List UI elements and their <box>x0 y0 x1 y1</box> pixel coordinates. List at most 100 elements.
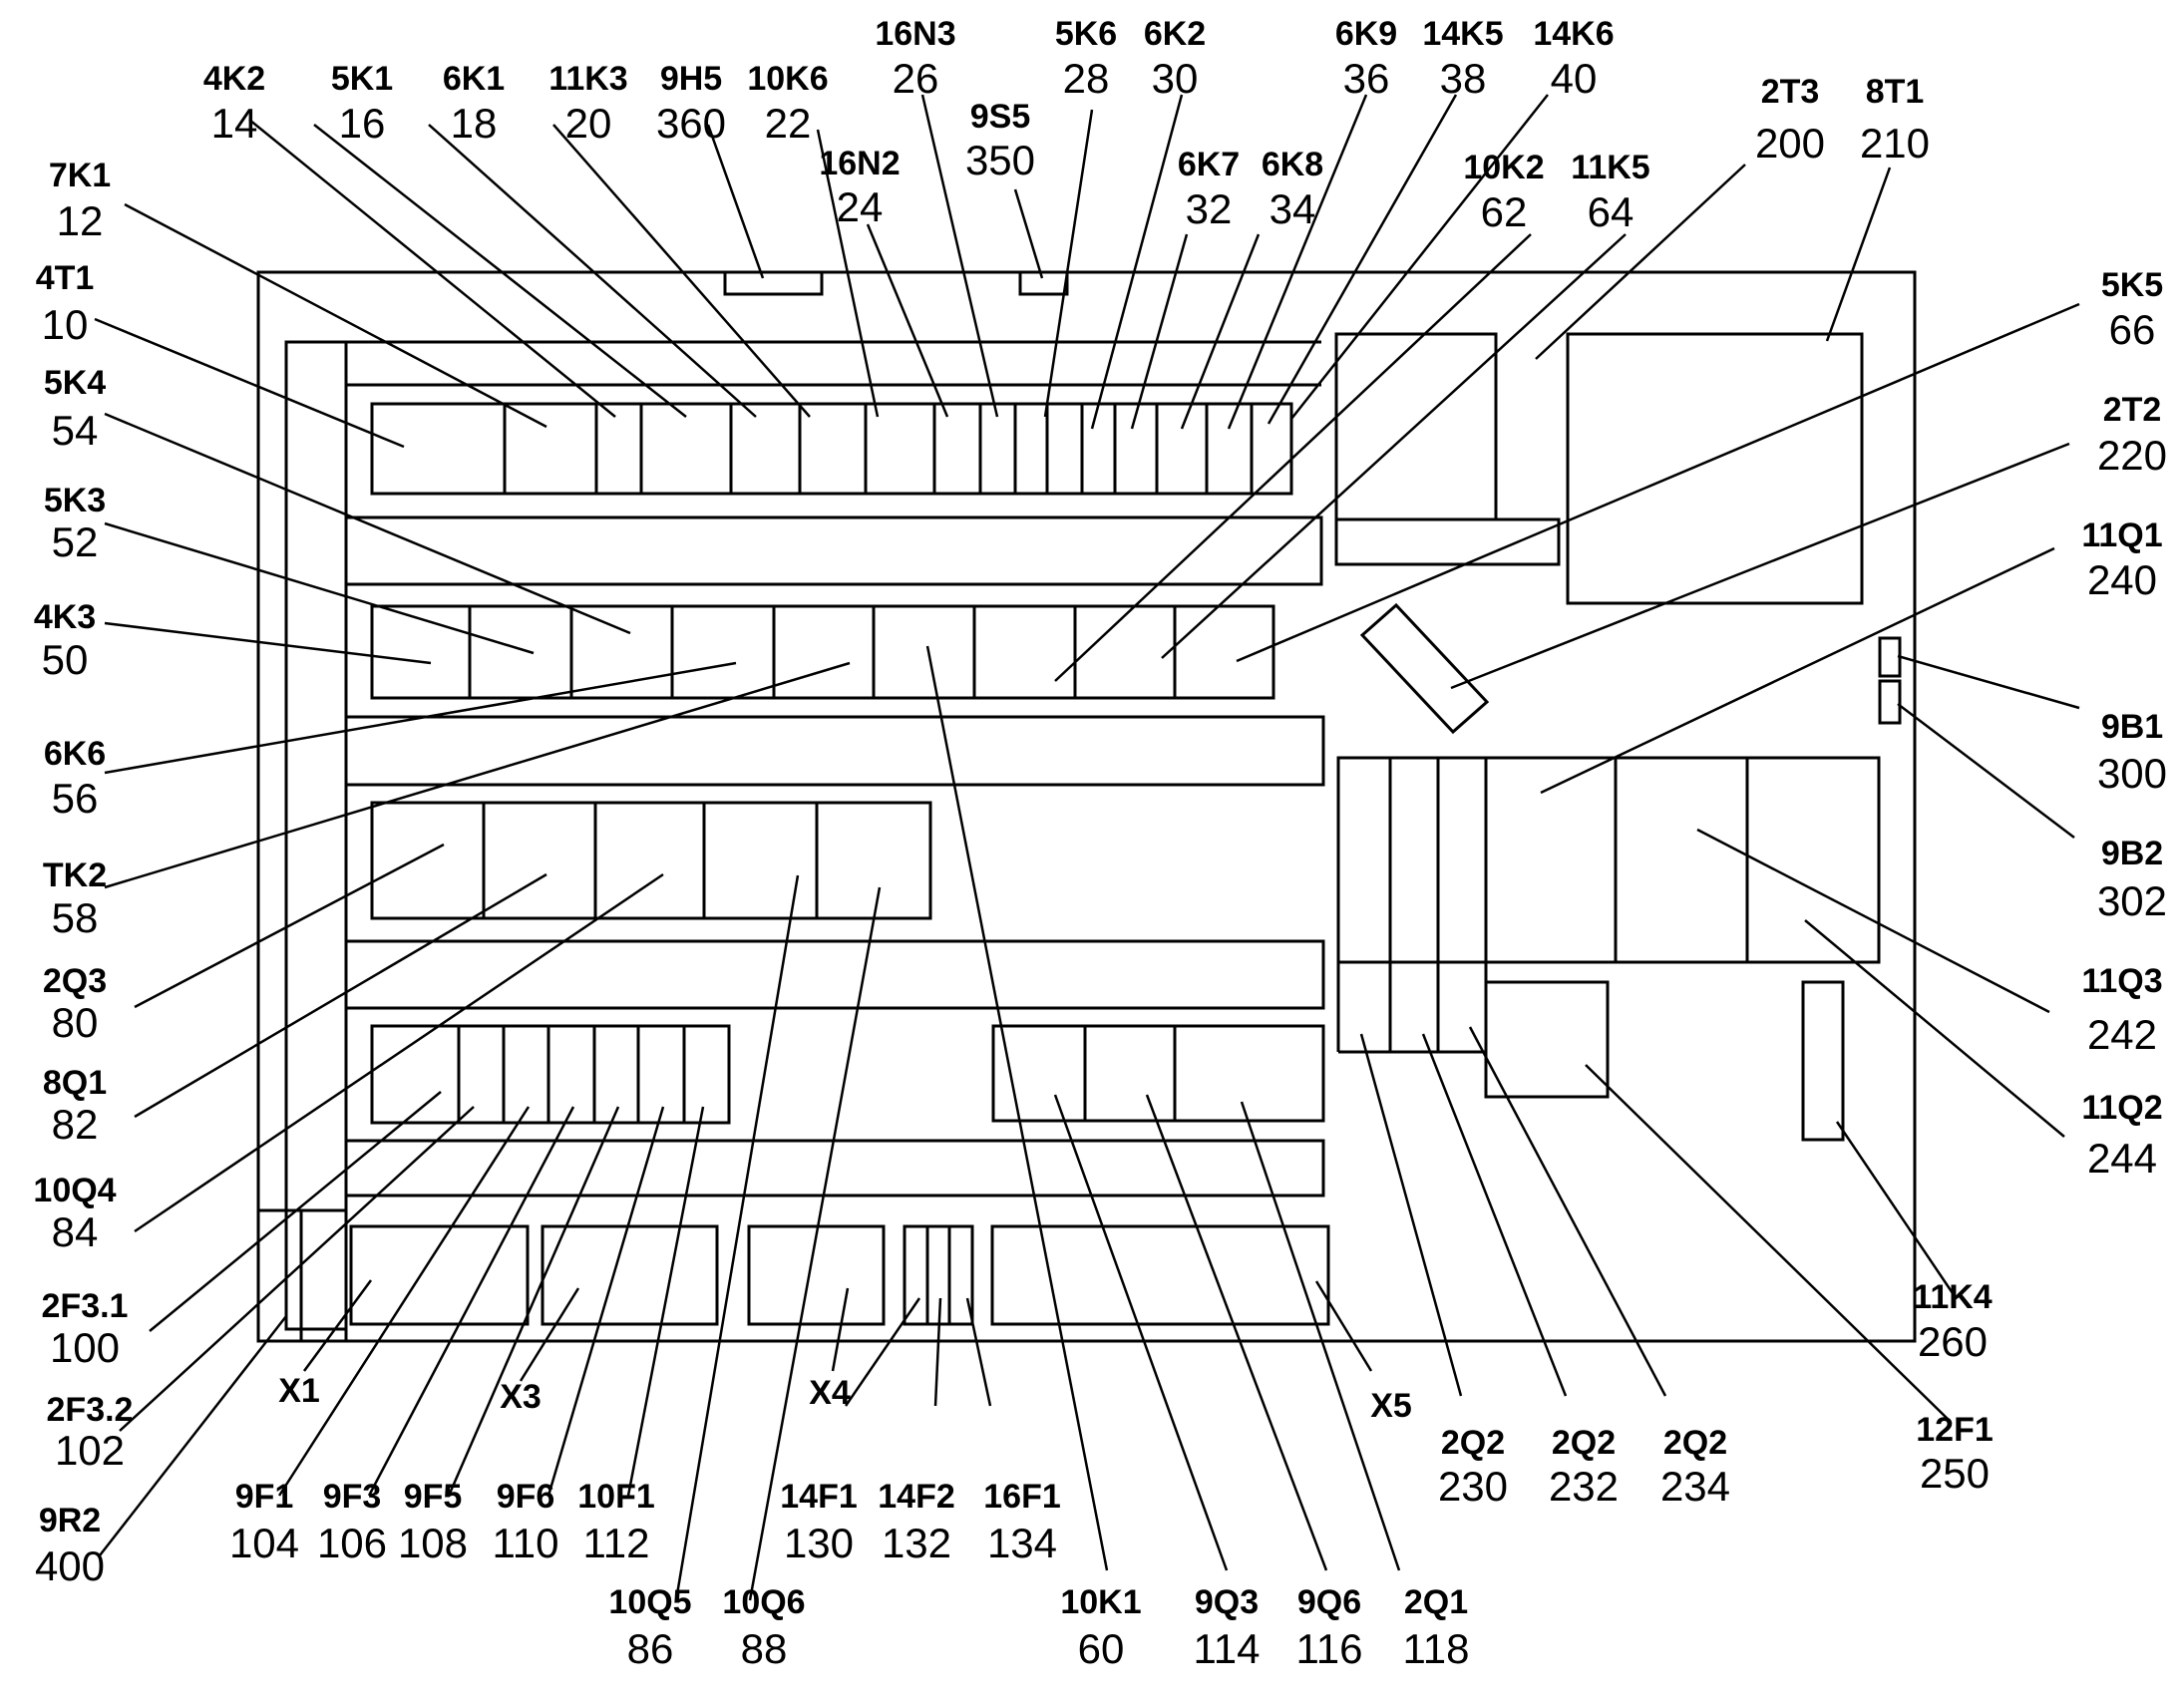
component-label: X1 <box>278 1372 320 1410</box>
component-code: 7K1 <box>49 157 111 194</box>
reference-number: 40 <box>1551 55 1598 102</box>
component-code: 11K5 <box>1571 149 1649 186</box>
reference-number: 56 <box>52 775 99 822</box>
reference-number: 106 <box>317 1520 387 1566</box>
reference-number: 58 <box>52 894 99 941</box>
reference-number: 302 <box>2097 877 2167 924</box>
reference-number: 360 <box>656 100 726 147</box>
component-code: 6K9 <box>1335 15 1397 53</box>
component-code: 5K6 <box>1055 15 1117 53</box>
component-code: 10Q4 <box>33 1172 116 1209</box>
component-code: 6K6 <box>44 735 106 773</box>
reference-number: 230 <box>1438 1463 1508 1510</box>
component-code: 6K2 <box>1144 15 1206 53</box>
component-code: 10K1 <box>1060 1583 1141 1621</box>
reference-number: 16 <box>339 100 386 147</box>
reference-number: 234 <box>1660 1463 1730 1510</box>
reference-number: 110 <box>493 1520 559 1566</box>
reference-number: 100 <box>50 1324 120 1371</box>
reference-number: 250 <box>1920 1450 1990 1497</box>
component-code: 9S5 <box>970 98 1031 136</box>
reference-number: 32 <box>1186 185 1233 232</box>
reference-number: 84 <box>52 1208 99 1255</box>
component-code: 9F5 <box>404 1478 463 1516</box>
component-code: 11K4 <box>1913 1278 1992 1316</box>
leader-lines <box>94 94 2080 1601</box>
reference-number: 400 <box>35 1542 105 1589</box>
component-code: 9R2 <box>39 1502 101 1539</box>
component-code: 2T3 <box>1761 73 1820 111</box>
reference-number: 64 <box>1588 188 1635 235</box>
reference-number: 232 <box>1549 1463 1619 1510</box>
reference-number: 14 <box>211 100 258 147</box>
component-code: 6K7 <box>1178 146 1240 183</box>
component-code: 5K4 <box>44 364 106 402</box>
component-code: 2Q2 <box>1663 1424 1727 1462</box>
component-code: 5K3 <box>44 482 106 519</box>
reference-number: 244 <box>2087 1135 2157 1182</box>
component-code: 6K1 <box>443 60 505 98</box>
reference-number: 20 <box>565 100 612 147</box>
component-code: 12F1 <box>1916 1411 1994 1449</box>
component-code: 5K5 <box>2101 266 2163 304</box>
reference-number: 134 <box>987 1520 1057 1566</box>
cabinet-outline <box>256 270 1917 1343</box>
component-code: 8Q1 <box>43 1064 107 1102</box>
reference-number: 200 <box>1755 120 1825 167</box>
reference-number: 210 <box>1860 120 1930 167</box>
reference-number: 130 <box>784 1520 854 1566</box>
reference-number: 30 <box>1152 55 1199 102</box>
component-code: 10F1 <box>577 1478 655 1516</box>
reference-number: 34 <box>1270 185 1316 232</box>
reference-number: 38 <box>1440 55 1487 102</box>
reference-number: 80 <box>52 999 99 1046</box>
reference-number: 86 <box>627 1625 674 1672</box>
component-label: X4 <box>809 1374 851 1412</box>
component-code: X4 <box>809 1374 851 1412</box>
component-code: 14F2 <box>878 1478 955 1516</box>
component-code: 9H5 <box>660 60 722 98</box>
reference-number: 242 <box>2087 1011 2157 1058</box>
reference-labels: 4K2145K1166K11811K3209H536010K62216N3265… <box>33 15 2167 1672</box>
component-code: X3 <box>500 1378 542 1416</box>
component-code: 4K3 <box>34 598 96 636</box>
component-code: 9F3 <box>323 1478 382 1516</box>
component-code: 9Q3 <box>1195 1583 1259 1621</box>
component-code: X5 <box>1370 1387 1412 1425</box>
reference-number: 102 <box>55 1427 125 1474</box>
